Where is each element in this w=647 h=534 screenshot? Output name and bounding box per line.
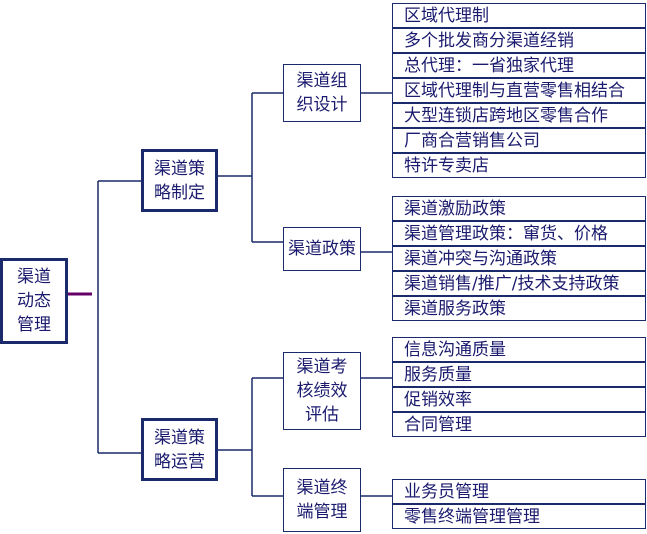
leaf-item: 特许专卖店 — [392, 153, 646, 178]
node-channel-organization: 渠道组 织设计 — [283, 64, 361, 122]
leaf-item: 区域代理制与直营零售相结合 — [392, 78, 646, 103]
leaf-item: 渠道管理政策：窜货、价格 — [392, 221, 646, 246]
node-strategy-operation: 渠道策 略运营 — [141, 418, 218, 481]
root-node: 渠道 动态 管理 — [0, 258, 68, 344]
leaf-item: 零售终端管理管理 — [392, 504, 646, 529]
node-channel-terminal: 渠道终 端管理 — [283, 468, 361, 532]
leaf-item: 多个批发商分渠道经销 — [392, 28, 646, 53]
leaf-item: 合同管理 — [392, 412, 646, 437]
leaf-item: 渠道销售/推广/技术支持政策 — [392, 271, 646, 296]
leaf-item: 大型连锁店跨地区零售合作 — [392, 103, 646, 128]
leaf-item: 渠道服务政策 — [392, 296, 646, 321]
node-strategy-formulation: 渠道策 略制定 — [141, 149, 218, 212]
leaf-item: 服务质量 — [392, 362, 646, 387]
node-channel-policy: 渠道政策 — [283, 227, 361, 271]
leaf-item: 区域代理制 — [392, 3, 646, 28]
node-channel-evaluation: 渠道考 核绩效 评估 — [283, 352, 361, 430]
leaf-item: 信息沟通质量 — [392, 337, 646, 362]
leaf-item: 渠道激励政策 — [392, 196, 646, 221]
leaf-item: 业务员管理 — [392, 479, 646, 504]
leaf-item: 促销效率 — [392, 387, 646, 412]
leaf-item: 总代理：一省独家代理 — [392, 53, 646, 78]
leaf-item: 渠道冲突与沟通政策 — [392, 246, 646, 271]
leaf-item: 厂商合营销售公司 — [392, 128, 646, 153]
